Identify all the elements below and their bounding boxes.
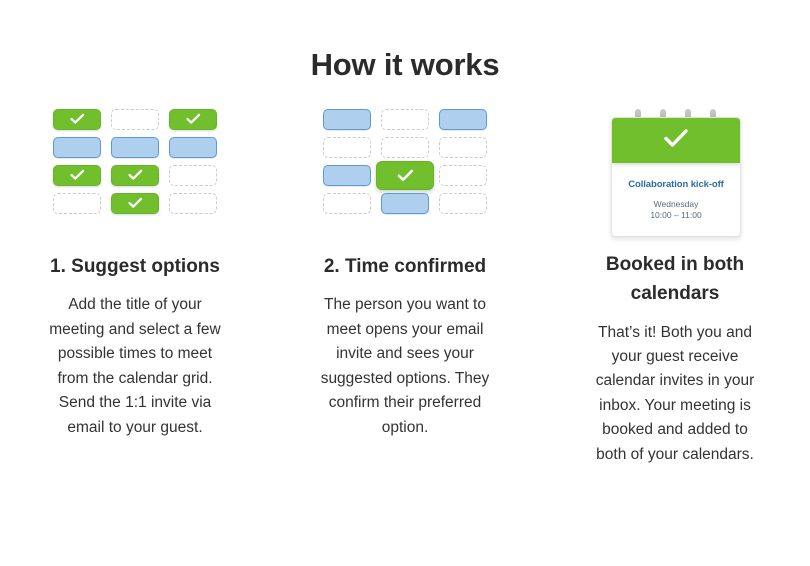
step-title: 2. Time confirmed [323, 255, 487, 277]
step-title: 1. Suggest options [50, 255, 220, 277]
grid-cell-selected[interactable] [53, 108, 101, 130]
grid-cell-empty[interactable] [381, 136, 429, 158]
grid-cell-option[interactable] [439, 108, 487, 130]
grid-cell-option[interactable] [381, 192, 429, 214]
event-time: 10:00 – 11:00 [650, 210, 702, 221]
calendar-grid-confirmed [323, 108, 487, 214]
grid-cell-empty[interactable] [111, 108, 159, 130]
check-icon [663, 128, 689, 153]
page-title: How it works [310, 47, 500, 82]
suggest-options-illustration [53, 105, 217, 250]
grid-cell-empty[interactable] [53, 192, 101, 214]
step-card-suggest-options: 1. Suggest options Add the title of your… [0, 105, 270, 468]
grid-cell-empty[interactable] [439, 164, 487, 186]
grid-cell-busy[interactable] [111, 136, 159, 158]
step-description: That’s it! Both you and your guest recei… [595, 323, 755, 463]
check-icon [170, 110, 216, 129]
step-description: Add the title of your meeting and select… [49, 296, 221, 436]
grid-cell-empty[interactable] [169, 192, 217, 214]
step-card-time-confirmed: 2. Time confirmed The person you want to… [270, 105, 540, 468]
check-icon [377, 162, 433, 189]
booked-calendar-illustration: Collaboration kick-off Wednesday 10:00 –… [611, 105, 741, 250]
grid-cell-busy[interactable] [53, 136, 101, 158]
grid-cell-selected[interactable] [169, 108, 217, 130]
grid-cell-option[interactable] [323, 108, 371, 130]
check-icon [54, 166, 100, 185]
grid-cell-empty[interactable] [439, 192, 487, 214]
grid-cell-empty[interactable] [381, 108, 429, 130]
calendar-card-body: Collaboration kick-off Wednesday 10:00 –… [612, 163, 740, 236]
grid-cell-selected[interactable] [111, 164, 159, 186]
step-description: The person you want to meet opens your e… [320, 296, 490, 436]
step-title: Booked in both calendars [605, 253, 745, 305]
grid-cell-empty[interactable] [169, 164, 217, 186]
grid-cell-selected[interactable] [53, 164, 101, 186]
check-icon [112, 166, 158, 185]
grid-cell-empty[interactable] [323, 136, 371, 158]
calendar-card-header [612, 117, 740, 163]
grid-cell-empty[interactable] [439, 136, 487, 158]
grid-cell-empty[interactable] [323, 192, 371, 214]
calendar-card: Collaboration kick-off Wednesday 10:00 –… [611, 108, 741, 237]
calendar-card-shell: Collaboration kick-off Wednesday 10:00 –… [611, 116, 741, 237]
steps-columns: 1. Suggest options Add the title of your… [0, 83, 810, 468]
grid-cell-busy[interactable] [169, 136, 217, 158]
check-icon [54, 110, 100, 129]
grid-cell-selected[interactable] [111, 192, 159, 214]
calendar-grid-suggest [53, 108, 217, 214]
step-card-booked-in-both-calendars: Collaboration kick-off Wednesday 10:00 –… [540, 105, 810, 468]
grid-cell-option[interactable] [323, 164, 371, 186]
time-confirmed-illustration [323, 105, 487, 250]
event-day: Wednesday [653, 198, 699, 209]
grid-cell-confirmed[interactable] [376, 160, 434, 190]
event-title: Collaboration kick-off [628, 178, 724, 190]
check-icon [112, 194, 158, 213]
